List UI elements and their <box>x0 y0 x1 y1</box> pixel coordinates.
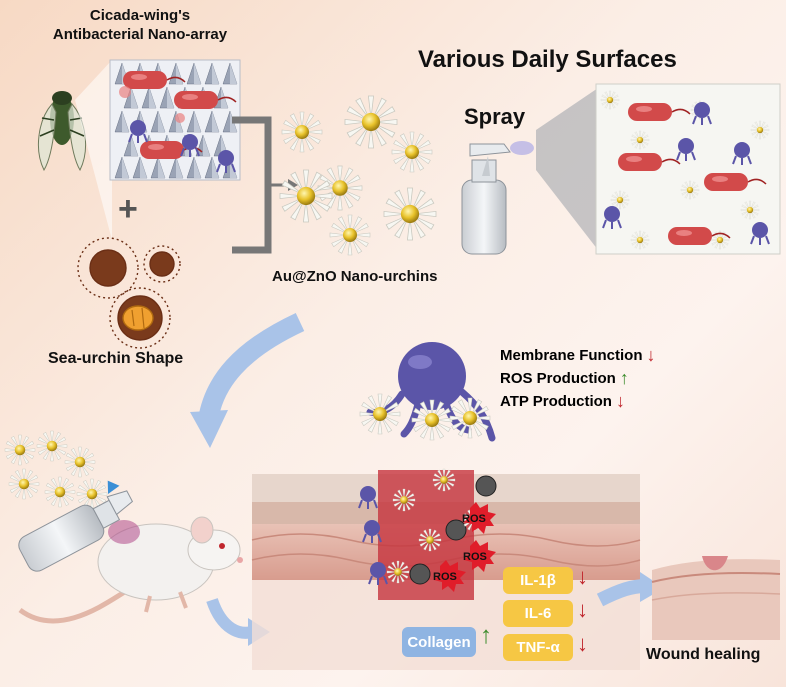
ros-label: ROS <box>463 551 487 563</box>
effect-membrane: Membrane Function ↓ <box>500 344 656 367</box>
flow-arrow-small <box>206 597 254 639</box>
flow-arrow <box>198 312 305 422</box>
dead-bacterium-icon <box>409 563 431 585</box>
effect-ros: ROS Production ↑ <box>500 367 656 390</box>
nano-array-panel <box>109 59 241 181</box>
ros-burst: ROS <box>462 502 496 534</box>
cicada-title-line1: Cicada-wing's <box>89 7 191 24</box>
cytokine-tnfa: TNF-α <box>503 634 573 661</box>
zoom-wedge <box>536 88 598 250</box>
nano-urchin-icon <box>391 131 433 173</box>
effect-atp: ATP Production ↓ <box>500 390 656 413</box>
sea-urchin-icon <box>77 237 181 349</box>
nano-urchin-icon <box>383 187 437 241</box>
nano-urchins-label: Au@ZnO Nano-urchins <box>272 268 438 285</box>
effect-text: ATP Production <box>500 393 612 410</box>
cytokine-il6: IL-6 <box>503 600 573 627</box>
effect-text: ROS Production <box>500 370 616 387</box>
effect-text: Membrane Function <box>500 347 643 364</box>
nano-urchin-icon <box>281 111 323 153</box>
zoom-wedge <box>75 60 112 240</box>
bacteria-effects-list: Membrane Function ↓ ROS Production ↑ ATP… <box>500 344 656 413</box>
flow-arrow-head <box>190 410 228 448</box>
sea-urchin-label: Sea-urchin Shape <box>48 350 184 367</box>
ros-label: ROS <box>462 513 486 525</box>
large-bacterium-icon <box>359 342 496 442</box>
ros-burst: ROS <box>433 560 466 592</box>
floating-urchins <box>4 430 108 510</box>
nano-urchin-icon <box>344 95 398 149</box>
nano-urchin-cluster <box>279 95 437 256</box>
spray-bottle-icon <box>461 141 534 255</box>
up-arrow-icon: ↑ <box>480 622 492 649</box>
mouse-icon <box>18 516 243 624</box>
down-arrow-icon: ↓ <box>577 631 588 656</box>
down-arrow-icon: ↓ <box>577 564 588 589</box>
cytokine-il1b: IL-1β <box>503 567 573 594</box>
down-arrow-icon: ↓ <box>646 345 656 365</box>
ros-burst: ROS <box>463 540 496 572</box>
wound-healing-label: Wound healing <box>646 646 761 663</box>
cicada-wing-title: Cicada-wing's Antibacterial Nano-array <box>30 6 250 44</box>
ros-label: ROS <box>433 571 457 583</box>
cicada-title-line2: Antibacterial Nano-array <box>52 26 228 43</box>
healed-skin-icon <box>651 556 781 640</box>
plus-sign: + <box>118 190 138 228</box>
up-arrow-icon: ↑ <box>619 368 629 388</box>
spray-bottle-mouse-icon <box>18 480 134 572</box>
nano-urchin-icon <box>317 165 363 211</box>
dead-bacterium-icon <box>475 475 497 497</box>
surface-panel <box>595 83 781 255</box>
nano-urchin-icon <box>329 214 371 256</box>
down-arrow-icon: ↓ <box>577 597 588 622</box>
down-arrow-icon: ↓ <box>615 391 625 411</box>
daily-surfaces-title: Various Daily Surfaces <box>418 46 677 73</box>
skin-section: ROS ROS ROS <box>251 468 641 670</box>
spray-label: Spray <box>464 104 526 129</box>
collagen-box: Collagen <box>402 627 476 657</box>
